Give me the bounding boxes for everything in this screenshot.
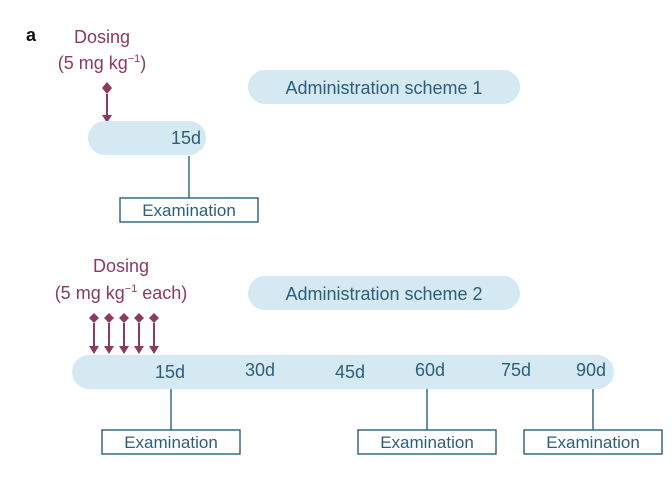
scheme1-dose-amount: (5 mg kg−1)	[58, 53, 147, 73]
scheme2-dose-arrows	[89, 313, 159, 354]
dose-diamond-icon	[104, 313, 114, 323]
dose-arrowhead-icon	[102, 115, 112, 123]
dose-arrow	[149, 313, 159, 354]
scheme2-day-label: 30d	[245, 360, 275, 380]
dose-arrowhead-icon	[89, 346, 99, 354]
dose-diamond-icon	[119, 313, 129, 323]
scheme2-title-pill	[248, 276, 520, 310]
scheme1-title-pill	[248, 70, 520, 104]
panel-label: a	[26, 25, 37, 45]
dose-arrow	[119, 313, 129, 354]
scheme-1: Dosing (5 mg kg−1) Administration scheme…	[58, 27, 520, 223]
dose-diamond-icon	[102, 82, 112, 94]
scheme2-day-label: 75d	[501, 360, 531, 380]
scheme2-examination-box	[101, 429, 241, 455]
scheme2-examination-label: Examination	[546, 433, 640, 452]
scheme1-examination-label: Examination	[142, 201, 236, 220]
scheme2-examination-label: Examination	[124, 433, 218, 452]
scheme2-day-label: 15d	[155, 362, 185, 382]
scheme2-examination-box	[523, 429, 663, 455]
dose-diamond-icon	[134, 313, 144, 323]
dose-arrowhead-icon	[134, 346, 144, 354]
scheme2-title: Administration scheme 2	[285, 284, 482, 304]
dose-arrowhead-icon	[104, 346, 114, 354]
scheme2-examination-box	[357, 429, 497, 455]
scheme-2: Dosing (5 mg kg−1 each) Administration s…	[55, 256, 663, 455]
scheme2-day-label: 45d	[335, 362, 365, 382]
scheme1-examination-box	[119, 197, 259, 223]
scheme1-dosing-label: Dosing	[74, 27, 130, 47]
dose-arrowhead-icon	[119, 346, 129, 354]
scheme2-examination-label: Examination	[380, 433, 474, 452]
dose-arrow	[134, 313, 144, 354]
scheme2-day-label: 60d	[415, 360, 445, 380]
scheme2-timeline-bar	[72, 355, 614, 389]
dose-diamond-icon	[89, 313, 99, 323]
dose-arrowhead-icon	[149, 346, 159, 354]
scheme1-dose-arrow	[102, 82, 112, 123]
dose-arrow	[89, 313, 99, 354]
scheme1-timeline-bar	[88, 121, 206, 155]
scheme1-day-label: 15d	[171, 128, 201, 148]
scheme2-day-label: 90d	[576, 360, 606, 380]
scheme1-title: Administration scheme 1	[285, 78, 482, 98]
dose-arrow	[104, 313, 114, 354]
dose-diamond-icon	[149, 313, 159, 323]
scheme2-dosing-label: Dosing	[93, 256, 149, 276]
scheme2-dose-amount: (5 mg kg−1 each)	[55, 283, 188, 303]
